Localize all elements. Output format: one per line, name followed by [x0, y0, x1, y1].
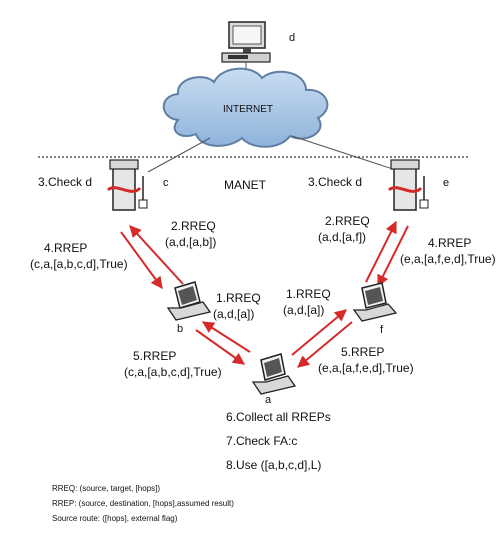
arrow-rreq1-left	[201, 321, 251, 353]
legend-rrep: RREP: (source, destination, [hops],assum…	[52, 499, 234, 508]
check-d-right: 3.Check d	[308, 175, 362, 189]
manet-label: MANET	[224, 178, 267, 192]
link-cloud-c	[147, 137, 211, 173]
laptop-icon	[166, 281, 212, 321]
arrow-rrep4-right	[377, 225, 409, 288]
desktop-computer-icon	[221, 21, 271, 63]
rreq1-right-title: 1.RREQ	[286, 287, 331, 301]
internet-cloud-icon	[162, 67, 329, 148]
rrep5-right-detail: (e,a,[a,f,e,d],True)	[318, 361, 414, 375]
laptop-icon	[251, 353, 297, 395]
rreq2-left-detail: (a,d,[a,b])	[165, 235, 216, 249]
rreq2-left-title: 2.RREQ	[171, 219, 216, 233]
node-label-e: e	[443, 177, 449, 189]
check-d-left: 3.Check d	[38, 175, 92, 189]
rrep5-left-detail: (c,a,[a,b,c,d],True)	[124, 365, 222, 379]
legend-source-route: Source route: ([hops], external flag)	[52, 514, 178, 523]
rreq1-left-detail: (a,d,[a])	[213, 307, 254, 321]
rreq1-right-detail: (a,d,[a])	[283, 303, 324, 317]
internet-label: INTERNET	[223, 104, 273, 115]
rrep5-left-title: 5.RREP	[133, 349, 176, 363]
node-label-f: f	[380, 324, 384, 336]
gateway-router-icon	[106, 159, 148, 211]
rrep4-left-title: 4.RREP	[44, 241, 87, 255]
rreq2-right-title: 2.RREQ	[325, 214, 370, 228]
node-label-b: b	[177, 323, 183, 335]
legend-rreq: RREQ: (source, target, [hops])	[52, 484, 160, 493]
arrow-rrep4-left	[120, 231, 163, 289]
use-route-text: 8.Use ([a,b,c,d],L)	[226, 458, 321, 472]
node-label-c: c	[163, 177, 169, 189]
rreq1-left-title: 1.RREQ	[216, 291, 261, 305]
arrow-rreq1-right	[291, 309, 347, 356]
laptop-icon	[352, 282, 398, 322]
arrow-rreq2-left	[129, 225, 184, 285]
gateway-router-icon	[387, 159, 429, 211]
arrow-rrep5-left	[195, 329, 245, 365]
arrow-rrep5-right	[297, 321, 353, 368]
arrow-rreq2-right	[365, 220, 397, 283]
rrep4-left-detail: (c,a,[a,b,c,d],True)	[30, 257, 128, 271]
rrep4-right-title: 4.RREP	[428, 236, 471, 250]
collect-rreps-text: 6.Collect all RREPs	[226, 410, 331, 424]
rrep4-right-detail: (e,a,[a,f,e,d],True)	[400, 252, 496, 266]
rreq2-right-detail: (a,d,[a,f])	[318, 230, 366, 244]
node-label-d: d	[289, 32, 295, 44]
link-cloud-e	[291, 135, 403, 173]
node-label-a: a	[265, 394, 272, 406]
check-fa-text: 7.Check FA:c	[226, 434, 297, 448]
rrep5-right-title: 5.RREP	[341, 345, 384, 359]
